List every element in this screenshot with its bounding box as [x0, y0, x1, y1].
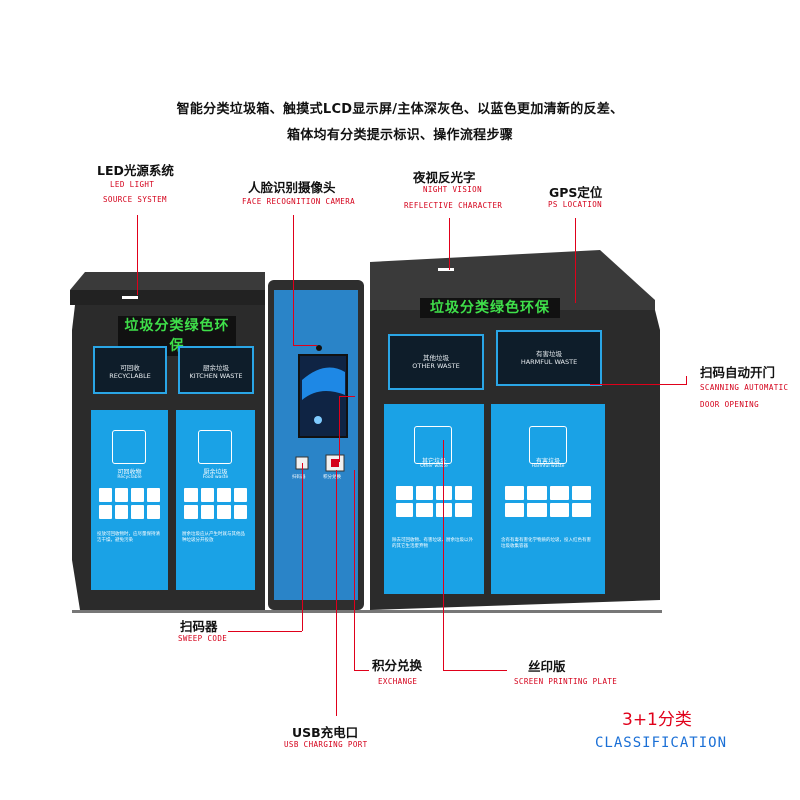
slot-kitchen[interactable]: 厨余垃圾 KITCHEN WASTE — [178, 346, 254, 394]
classification-cn: 3+1分类 — [622, 710, 692, 730]
door-harmful-cn: 有害垃圾 — [535, 458, 560, 465]
slot-other-en: OTHER WASTE — [412, 362, 460, 370]
led-callout-en2: SOURCE SYSTEM — [103, 195, 167, 204]
slot-harmful[interactable]: 有害垃圾 HARMFUL WASTE — [496, 330, 602, 386]
door-recyclable-cn: 可回收物 — [117, 469, 142, 476]
center-exchange-label: 积分兑换 — [323, 475, 341, 480]
classification-en: CLASSIFICATION — [595, 735, 728, 751]
door-other-cn: 其它垃圾 — [421, 458, 446, 465]
night-callout-en1: NIGHT VISION — [423, 185, 482, 194]
door-harmful-en: Harmful waste — [531, 464, 565, 469]
exchange-callout-cn: 积分兑换 — [372, 658, 423, 673]
sweep-leader-line-h — [228, 631, 302, 632]
exchange-leader-line-top-v — [339, 396, 340, 462]
right-lcd-banner: 垃圾分类绿色环保 — [420, 298, 560, 318]
led-callout-cn: LED光源系统 — [97, 163, 174, 178]
door-kitchen[interactable]: 厨余垃圾 Food waste 厨余垃圾应从产生时就与其他品种垃圾分开投放 — [176, 410, 255, 590]
recycle-icon — [112, 430, 146, 464]
other-icon-grid — [396, 486, 472, 517]
led-callout-en1: LED LIGHT — [110, 180, 155, 189]
kitchen-icon-grid — [184, 488, 247, 519]
sweep-callout-en: SWEEP CODE — [178, 634, 228, 643]
face-callout-en: FACE RECOGNITION CAMERA — [242, 197, 356, 206]
scan-door-callout-cn: 扫码自动开门 — [700, 365, 776, 380]
gps-callout-cn: GPS定位 — [549, 185, 603, 200]
slot-kitchen-en: KITCHEN WASTE — [189, 372, 243, 380]
face-callout-cn: 人脸识别摄像头 — [248, 180, 336, 195]
sweep-callout-cn: 扫码器 — [180, 619, 218, 634]
slot-kitchen-cn: 厨余垃圾 — [203, 364, 229, 372]
door-kitchen-text: 厨余垃圾应从产生时就与其他品种垃圾分开投放 — [182, 532, 245, 543]
door-other[interactable]: 其它垃圾 Other waste 除去可回收物、有害垃圾、厨余垃圾以外的其它生活… — [384, 404, 484, 594]
led-leader-line — [137, 215, 138, 295]
door-other-en: Other waste — [420, 464, 448, 469]
slot-recyclable[interactable]: 可回收 RECYCLABLE — [93, 346, 167, 394]
gps-callout-en: PS LOCATION — [548, 200, 603, 209]
screen-print-leader-line-v — [443, 440, 444, 670]
usb-callout-en: USB CHARGING PORT — [284, 740, 368, 749]
sweep-leader-line-v — [302, 463, 303, 631]
night-leader-line — [449, 218, 450, 270]
door-other-text: 除去可回收物、有害垃圾、厨余垃圾以外的其它生活废弃物 — [392, 538, 473, 549]
harmful-icon-grid — [505, 486, 591, 517]
door-kitchen-en: Food waste — [202, 475, 229, 480]
scan-door-leader-line — [590, 384, 686, 385]
door-kitchen-cn: 厨余垃圾 — [203, 469, 228, 476]
intro-line-2: 箱体均有分类提示标识、操作流程步骤 — [286, 128, 514, 143]
slot-harmful-cn: 有害垃圾 — [536, 350, 562, 358]
exchange-leader-line-h — [354, 670, 369, 671]
scan-door-callout-en1: SCANNING AUTOMATIC — [700, 383, 789, 392]
exchange-callout-en: EXCHANGE — [378, 677, 418, 686]
scan-door-callout-en2: DOOR OPENING — [700, 400, 759, 409]
door-harmful-text: 含有有毒有害化学物质的垃圾，投入红色有害垃圾收集容器 — [501, 538, 591, 549]
slot-recyclable-cn: 可回收 — [120, 364, 140, 372]
night-callout-en2: REFLECTIVE CHARACTER — [404, 201, 503, 210]
screen-print-callout-cn: 丝印版 — [528, 659, 566, 674]
screen-print-callout-en: SCREEN PRINTING PLATE — [514, 677, 618, 686]
slot-harmful-en: HARMFUL WASTE — [520, 358, 578, 366]
slot-other[interactable]: 其他垃圾 OTHER WASTE — [388, 334, 484, 390]
face-leader-line-h — [293, 345, 317, 346]
recyclable-icon-grid — [99, 488, 160, 519]
screen-print-leader-line-h — [443, 670, 507, 671]
slot-recyclable-en: RECYCLABLE — [109, 372, 151, 380]
center-scan-label: 扫码器 — [292, 475, 306, 480]
intro-line-1: 智能分类垃圾箱、触摸式LCD显示屏/主体深灰色、以蓝色更加清新的反差、 — [176, 102, 624, 117]
door-recyclable[interactable]: 可回收物 Recyclable 投放可回收物时，应尽量保持清洁干燥，避免污染 — [91, 410, 168, 590]
usb-callout-cn: USB充电口 — [292, 725, 359, 740]
food-waste-icon — [198, 430, 232, 464]
face-leader-line — [293, 215, 294, 345]
harmful-waste-icon — [529, 426, 567, 464]
door-recyclable-text: 投放可回收物时，应尽量保持清洁干燥，避免污染 — [97, 532, 160, 543]
exchange-leader-line-v — [354, 470, 355, 670]
scan-door-leader-line-v — [686, 376, 687, 385]
slot-other-cn: 其他垃圾 — [423, 354, 449, 362]
door-recyclable-en: Recyclable — [117, 475, 142, 480]
night-callout-cn: 夜视反光字 — [413, 170, 476, 185]
usb-leader-line — [336, 470, 337, 716]
other-waste-icon — [414, 426, 452, 464]
exchange-leader-line-top — [339, 396, 355, 397]
door-harmful[interactable]: 有害垃圾 Harmful waste 含有有毒有害化学物质的垃圾，投入红色有害垃… — [491, 404, 605, 594]
gps-leader-line — [575, 218, 576, 303]
